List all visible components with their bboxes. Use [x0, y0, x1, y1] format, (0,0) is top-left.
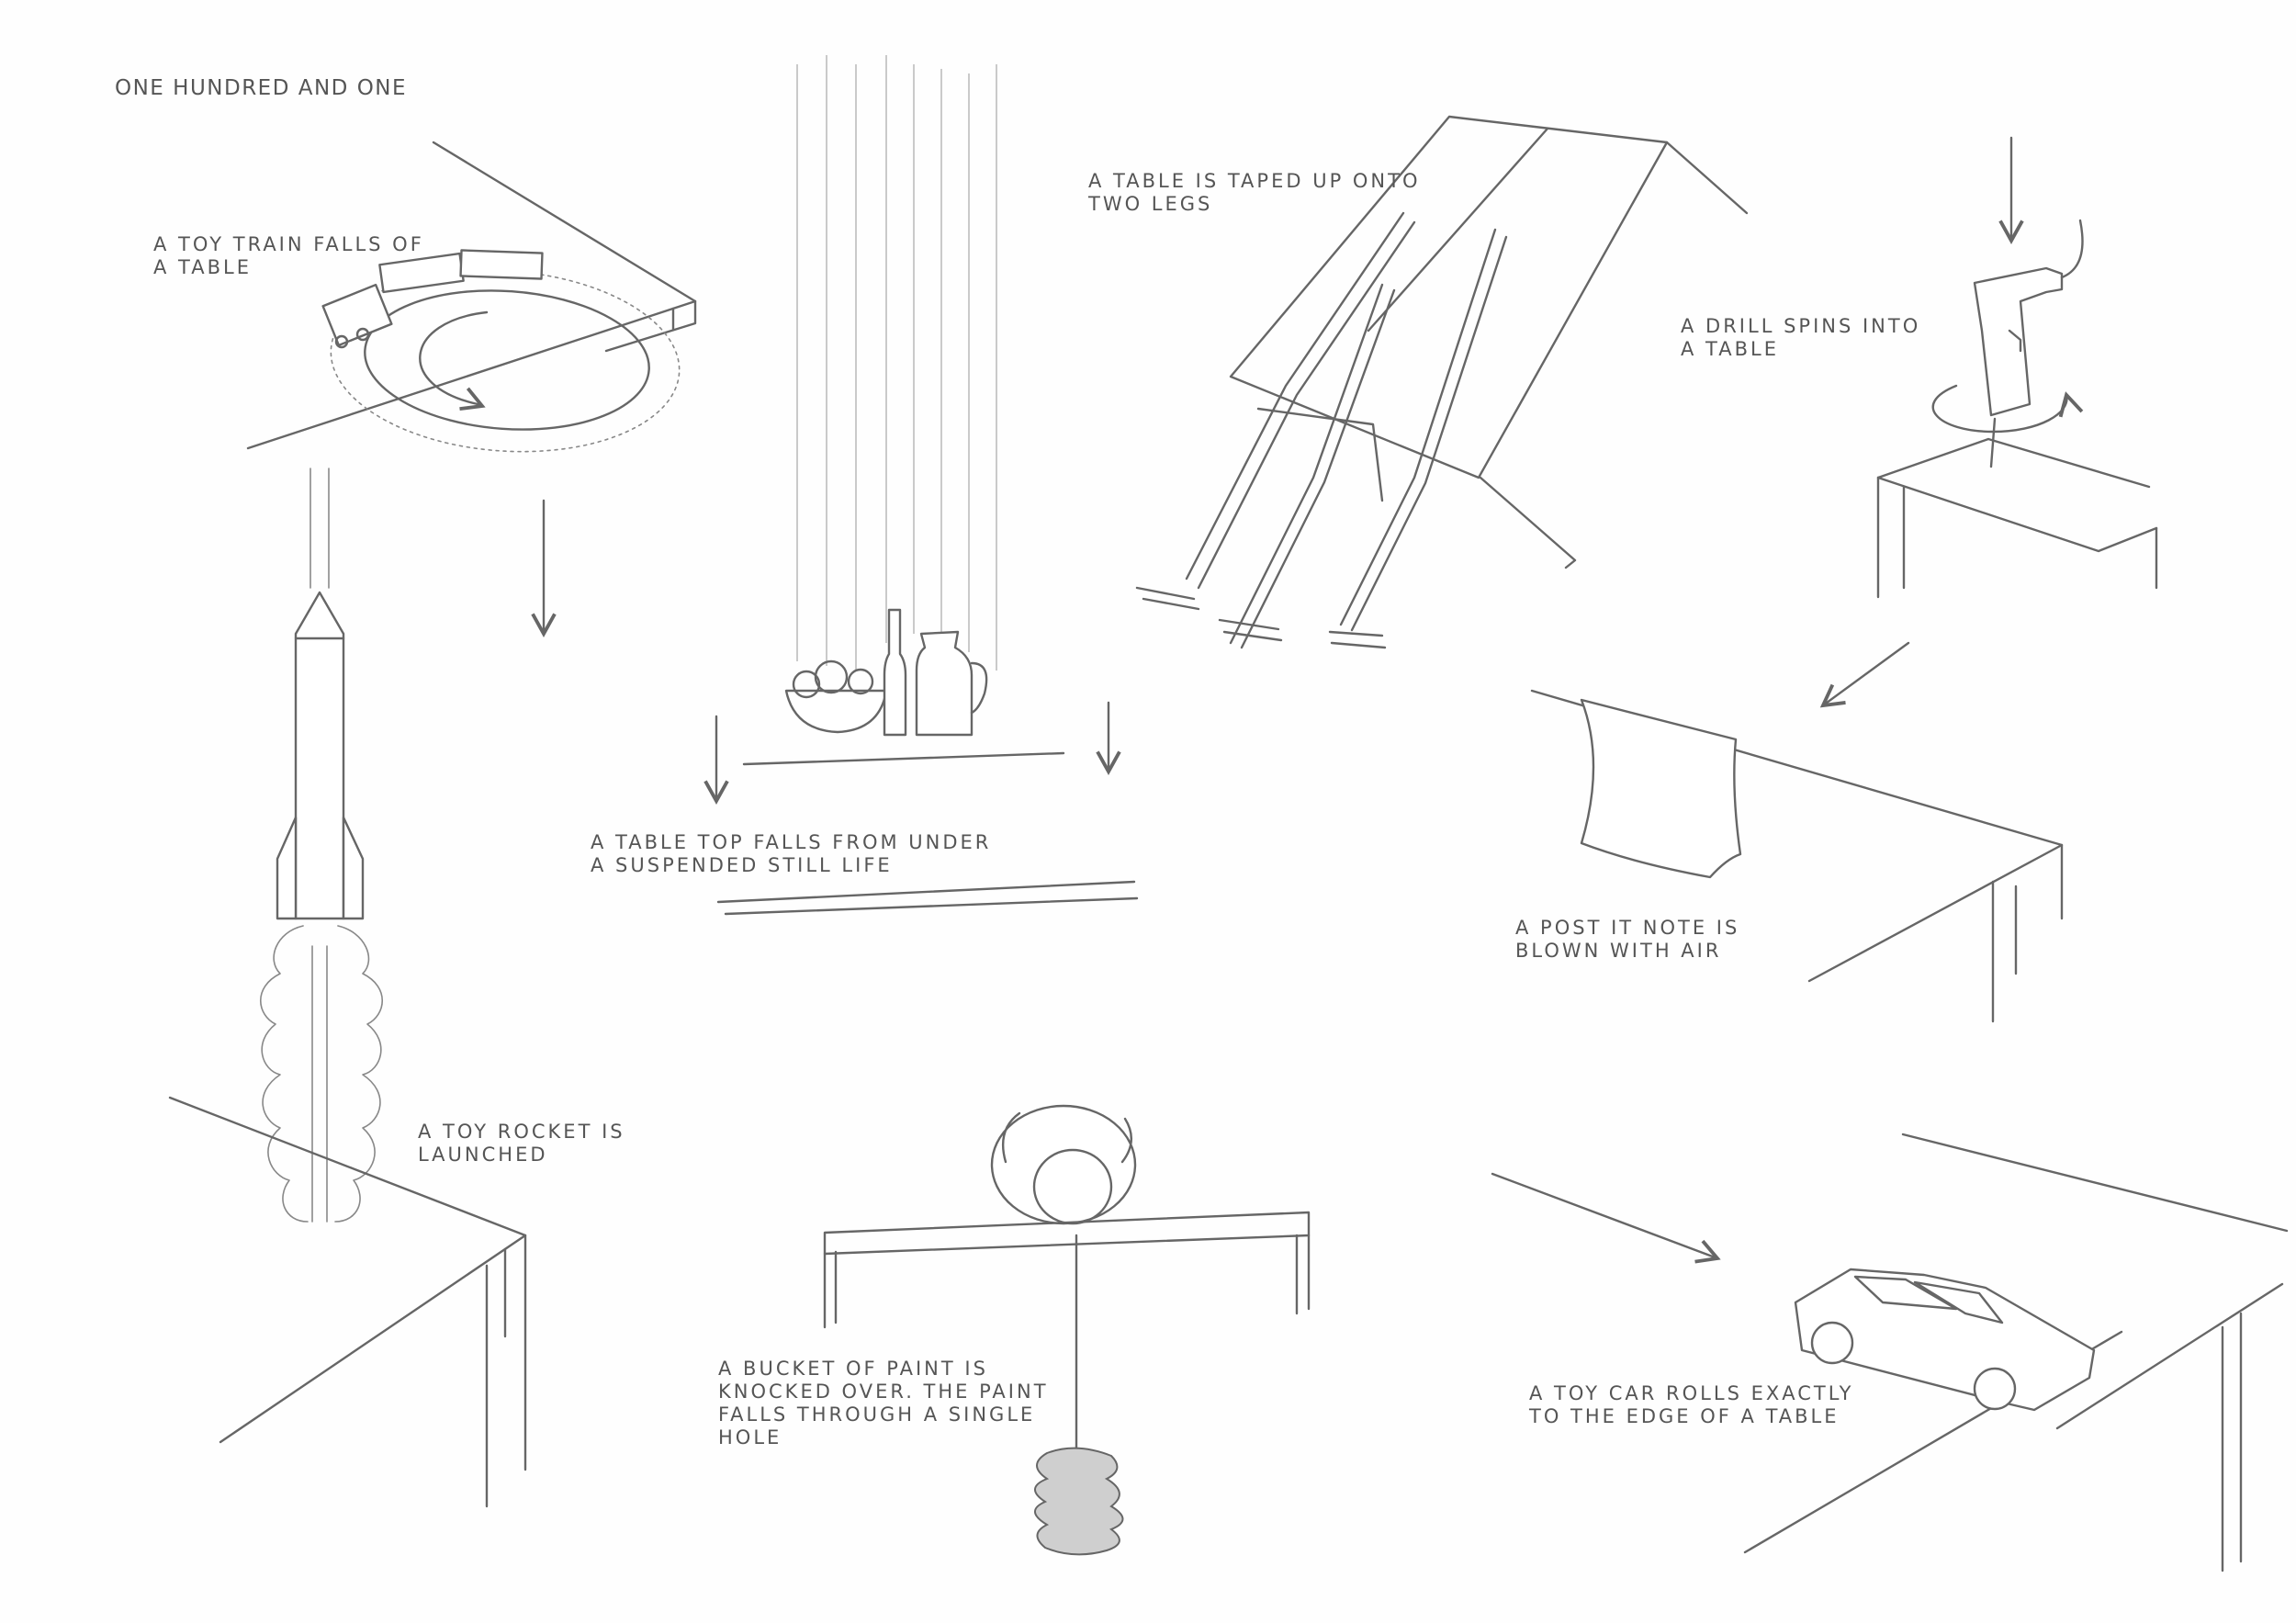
- drill-table-top: [1876, 437, 2158, 553]
- post-it-caption: A POST IT NOTE IS BLOWN WITH AIR: [1515, 917, 1740, 962]
- train-table-scene: [246, 141, 697, 453]
- paint-table-leg: [823, 1250, 838, 1329]
- jug-handle: [970, 661, 988, 715]
- rocket-body: [294, 591, 345, 920]
- train-wheel: [334, 334, 349, 349]
- train-track-outer: [330, 269, 681, 453]
- bottle: [883, 608, 907, 737]
- drill-trigger: [2008, 329, 2022, 353]
- toy-car-wheel: [1973, 1367, 2017, 1411]
- page-title: ONE HUNDRED AND ONE: [115, 76, 408, 100]
- tape-cross: [1135, 586, 1200, 611]
- drill-body: [1973, 266, 2064, 417]
- drill-to-post-it-arrow: [1819, 641, 1910, 708]
- paint-splash: [1034, 1447, 1124, 1556]
- train-track-inner: [364, 289, 650, 431]
- drill-cord: [2060, 219, 2084, 279]
- post-it-table-leg: [1991, 843, 2064, 1023]
- drill-scene: [1876, 219, 2158, 599]
- tape-cross: [1218, 618, 1283, 642]
- tape-strip: [1185, 211, 1416, 590]
- rocket-exhaust-cloud: [259, 925, 309, 1223]
- rocket-exhaust-cloud: [311, 945, 328, 1223]
- train-carriage-2: [459, 249, 544, 280]
- fruit: [792, 670, 821, 699]
- car-table-leg: [2221, 1312, 2243, 1572]
- bucket-rim: [990, 1104, 1137, 1225]
- paint-table-leg: [1295, 1234, 1311, 1315]
- tilted-table-leg: [1256, 407, 1384, 502]
- tilted-table-crease: [1367, 127, 1549, 332]
- taped-table-scene: [1135, 115, 1749, 649]
- rocket-exhaust-cloud: [334, 925, 384, 1223]
- table-top-upper: [742, 751, 1065, 766]
- taped-table-caption: A TABLE IS TAPED UP ONTO TWO LEGS: [1088, 170, 1421, 215]
- post-it-note: [1580, 698, 1742, 879]
- jug: [915, 630, 974, 737]
- tape-strip: [1229, 283, 1396, 649]
- paint-scene: [823, 1104, 1311, 1556]
- bucket-base: [1032, 1148, 1113, 1225]
- rocket-scene: [168, 468, 527, 1508]
- still-life-caption: A TABLE TOP FALLS FROM UNDER A SUSPENDED…: [591, 831, 992, 876]
- fruit: [814, 659, 849, 694]
- tape-strip: [1339, 228, 1508, 632]
- rocket-fin-left: [276, 816, 298, 920]
- car-table-top: [1901, 1133, 2289, 1430]
- drill-bit: [1989, 417, 1997, 468]
- rocket-table-leg: [485, 1234, 527, 1508]
- car-scene: [1743, 1133, 2289, 1572]
- table-top-fallen-1: [716, 880, 1136, 904]
- drill-spin-arrow: [1931, 384, 2084, 434]
- post-it-scene: [1530, 689, 2064, 1023]
- train-rotation-arrow: [419, 310, 489, 411]
- car-arrow: [1491, 1172, 1721, 1264]
- rocket-fin-right: [342, 816, 365, 920]
- drill-table-leg: [1876, 476, 1906, 599]
- toy-car-window: [1913, 1280, 2004, 1324]
- train-wheel: [355, 327, 370, 342]
- toy-car-wheel: [1810, 1321, 1854, 1365]
- rocket-caption: A TOY ROCKET IS LAUNCHED: [418, 1121, 625, 1166]
- car-caption: A TOY CAR ROLLS EXACTLY TO THE EDGE OF A…: [1529, 1382, 1854, 1427]
- train-table-side: [604, 299, 697, 353]
- tilted-table-leg: [1479, 476, 1577, 569]
- toy-train: [321, 249, 544, 349]
- fruit-bowl: [784, 689, 888, 734]
- rocket-trail: [310, 468, 330, 589]
- still-life-scene: [716, 55, 1139, 916]
- bucket-handle: [1001, 1111, 1132, 1164]
- drill-caption: A DRILL SPINS INTO A TABLE: [1681, 315, 1921, 360]
- paint-caption: A BUCKET OF PAINT IS KNOCKED OVER. THE P…: [718, 1358, 1049, 1448]
- tilted-table-edge: [1665, 141, 1749, 215]
- tape-cross: [1328, 630, 1387, 649]
- train-caption: A TOY TRAIN FALLS OF A TABLE: [153, 233, 424, 278]
- toy-car-body: [1794, 1268, 2096, 1412]
- table-top-fallen-2: [724, 896, 1139, 916]
- train-locomotive: [321, 283, 393, 347]
- fruit: [847, 668, 874, 695]
